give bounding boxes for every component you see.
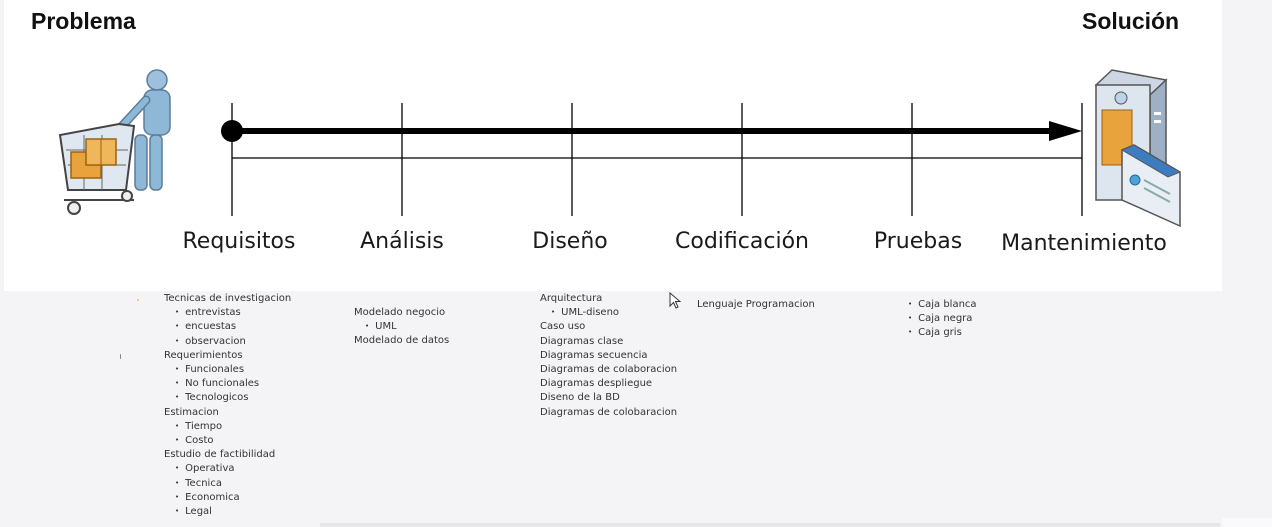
note-item: Diagramas despliegue [540,378,653,390]
phase-label-pruebas: Pruebas [873,229,963,254]
note-subitem: entrevistas [164,306,291,320]
note-subitem: Operativa [164,462,291,476]
note-subitem: Costo [164,434,291,448]
note-item: Tecnicas de investigacion [164,293,292,304]
note-subitem: Economica [164,491,291,505]
phase-label-requisitos: Requisitos [182,229,296,254]
notes-requisitos: Tecnicas de investigacion entrevistas en… [164,292,291,519]
phase-label-mantenimiento: Mantenimiento [1001,231,1167,256]
note-subitem: encuestas [164,320,291,334]
note-item: Estudio de factibilidad [164,449,276,461]
phase-label-analisis: Análisis [360,229,444,254]
note-item: Diagramas secuencia [540,349,648,361]
note-item: Caso uso [540,321,586,333]
note-item: Arquitectura [540,293,603,304]
note-item: Modelado negocio [354,307,446,318]
timeline-diagram [58,69,1182,228]
notes-diseno: Arquitectura UML-diseno Caso uso Diagram… [540,292,677,420]
note-subitem: Tecnica [164,477,291,491]
phase-label-codificacion: Codificación [675,229,809,254]
note-subitem: No funcionales [164,377,291,391]
note-item: Diagramas clase [540,335,624,347]
notes-analisis: Modelado negocio UML Modelado de datos [354,306,449,349]
slide-canvas: Problema Solución [4,0,1222,291]
note-item: Diagramas de colaboracion [540,364,678,376]
stray-mark [120,354,121,359]
mouse-pointer-icon [669,292,681,309]
note-subitem: observacion [164,335,291,349]
note-item: Diseno de la BD [540,392,620,404]
note-item: Diagramas de colobaracion [540,406,678,418]
phase-label-diseno: Diseño [532,229,608,254]
right-strip [1222,518,1272,527]
note-subitem: Tiempo [164,420,291,434]
notes-codificacion: Lenguaje Programacion [697,298,815,312]
note-subitem: Funcionales [164,363,291,377]
note-item: Modelado de datos [354,335,450,347]
note-subitem: Tecnologicos [164,391,291,405]
note-item: Lenguaje Programacion [697,299,815,310]
shopper-with-cart-icon [58,69,171,215]
note-item: Requerimientos [164,349,243,361]
bottom-strip [320,523,1220,527]
server-with-window-icon [1094,69,1182,228]
note-subitem: UML-diseno [540,306,677,320]
solution-title: Solución [1082,8,1180,34]
problem-title: Problema [31,8,136,34]
notes-pruebas: Caja blanca Caja negra Caja gris [897,298,977,341]
note-subitem: Legal [164,505,291,519]
note-subitem: Caja gris [897,326,977,340]
note-subitem: UML [354,320,449,334]
note-item: Estimacion [164,406,219,418]
note-subitem: Caja blanca [897,298,976,312]
stray-mark [137,299,139,301]
note-subitem: Caja negra [897,312,977,326]
